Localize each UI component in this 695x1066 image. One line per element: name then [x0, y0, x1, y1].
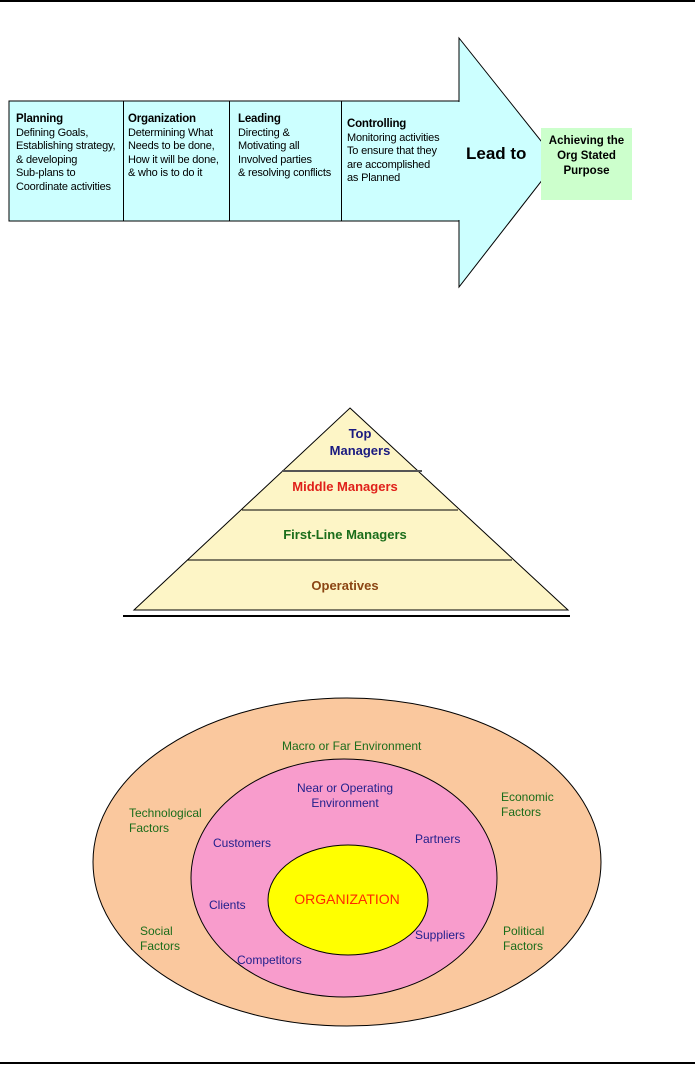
step-title: Leading	[238, 113, 281, 125]
suppliers-label: Suppliers	[415, 928, 466, 942]
social-factors-label: Social Factors	[140, 924, 181, 953]
step-description: Directing & Motivating all Involved part…	[238, 126, 332, 180]
technological-factors-label: Technological Factors	[129, 806, 202, 835]
step-organization: Organization Determining What Needs to b…	[124, 108, 230, 220]
step-title: Controlling	[347, 118, 407, 130]
bottom-rule	[0, 1062, 695, 1064]
lead-to-label: Lead to	[466, 144, 527, 163]
management-process-diagram: Planning Defining Goals, Establishing st…	[0, 24, 695, 294]
process-shaft	[8, 100, 462, 222]
environment-graphic	[87, 690, 607, 1035]
step-description: Monitoring activities To ensure that the…	[347, 131, 440, 185]
operating-environment-title: Near or Operating Environment	[297, 781, 394, 810]
organization-ellipse	[267, 844, 429, 956]
step-controlling: Controlling Monitoring activities To ens…	[343, 113, 457, 225]
pyramid-graphic	[123, 407, 570, 617]
competitors-label: Competitors	[237, 953, 302, 967]
tier-first-line-managers: First-Line Managers	[283, 527, 407, 542]
organization-label: ORGANIZATION	[294, 891, 400, 907]
step-leading: Leading Directing & Motivating all Invol…	[234, 108, 342, 220]
tier-middle-managers: Middle Managers	[292, 479, 398, 494]
step-title: Organization	[128, 113, 196, 125]
economic-factors-label: Economic Factors	[501, 790, 554, 819]
management-pyramid: Top Managers Middle Managers First-Line …	[110, 400, 580, 625]
organization-environment-diagram: Macro or Far Environment Technological F…	[87, 690, 607, 1035]
step-planning: Planning Defining Goals, Establishing st…	[12, 108, 124, 220]
tier-top-managers: Top Managers	[329, 426, 391, 458]
tier-operatives: Operatives	[311, 578, 379, 593]
step-description: Defining Goals, Establishing strategy, &…	[16, 126, 116, 193]
step-description: Determining What Needs to be done, How i…	[128, 126, 219, 180]
clients-label: Clients	[209, 898, 246, 912]
partners-label: Partners	[415, 832, 461, 846]
political-factors-label: Political Factors	[503, 924, 545, 953]
goal-box: Achieving the Org Stated Purpose	[541, 128, 632, 200]
process-arrow-graphic	[0, 24, 634, 292]
top-rule	[0, 0, 695, 2]
step-title: Planning	[16, 113, 63, 125]
customers-label: Customers	[213, 836, 272, 850]
macro-environment-title: Macro or Far Environment	[282, 739, 422, 753]
